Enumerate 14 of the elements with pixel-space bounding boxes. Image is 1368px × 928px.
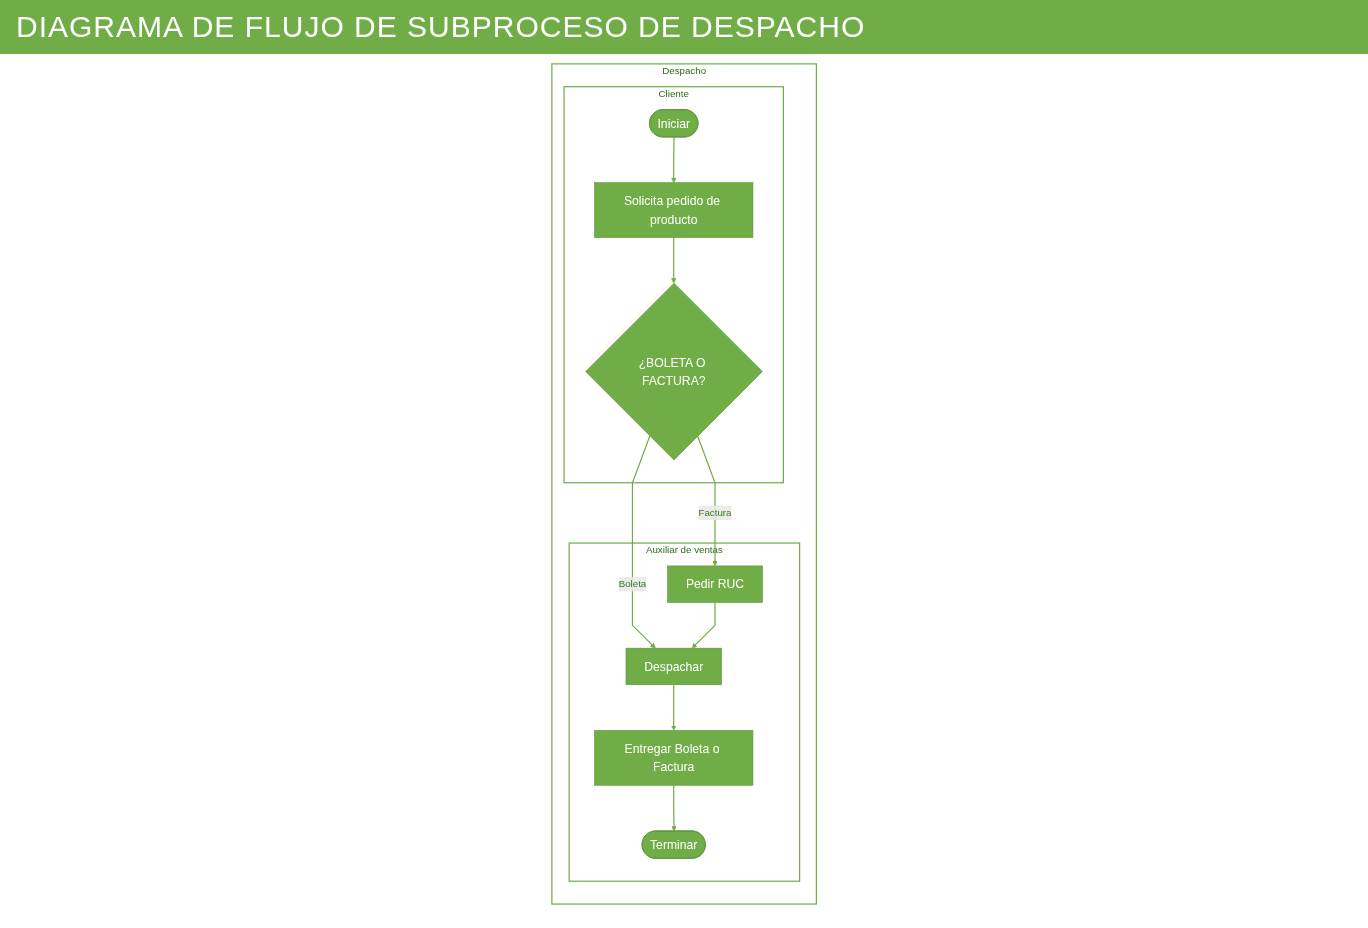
edge-label: Factura [698, 507, 732, 518]
node-box: Despachar [625, 647, 722, 686]
arrow [670, 684, 677, 731]
arrow [631, 435, 656, 649]
diagram-title: DIAGRAMA DE FLUJO DE SUBPROCESO DE DESPACHO [0, 0, 1368, 54]
arrow [670, 136, 677, 183]
node-diamond: ¿BOLETA O FACTURA? [585, 282, 763, 461]
node-box: Solicita pedido de producto [594, 182, 754, 238]
arrow [670, 236, 677, 284]
arrow [671, 784, 677, 832]
edge-label: Boleta [618, 578, 647, 590]
node-box: Entregar Boleta o Factura [594, 730, 754, 786]
node-box: Pedir RUC [667, 565, 763, 603]
arrow [691, 601, 716, 649]
